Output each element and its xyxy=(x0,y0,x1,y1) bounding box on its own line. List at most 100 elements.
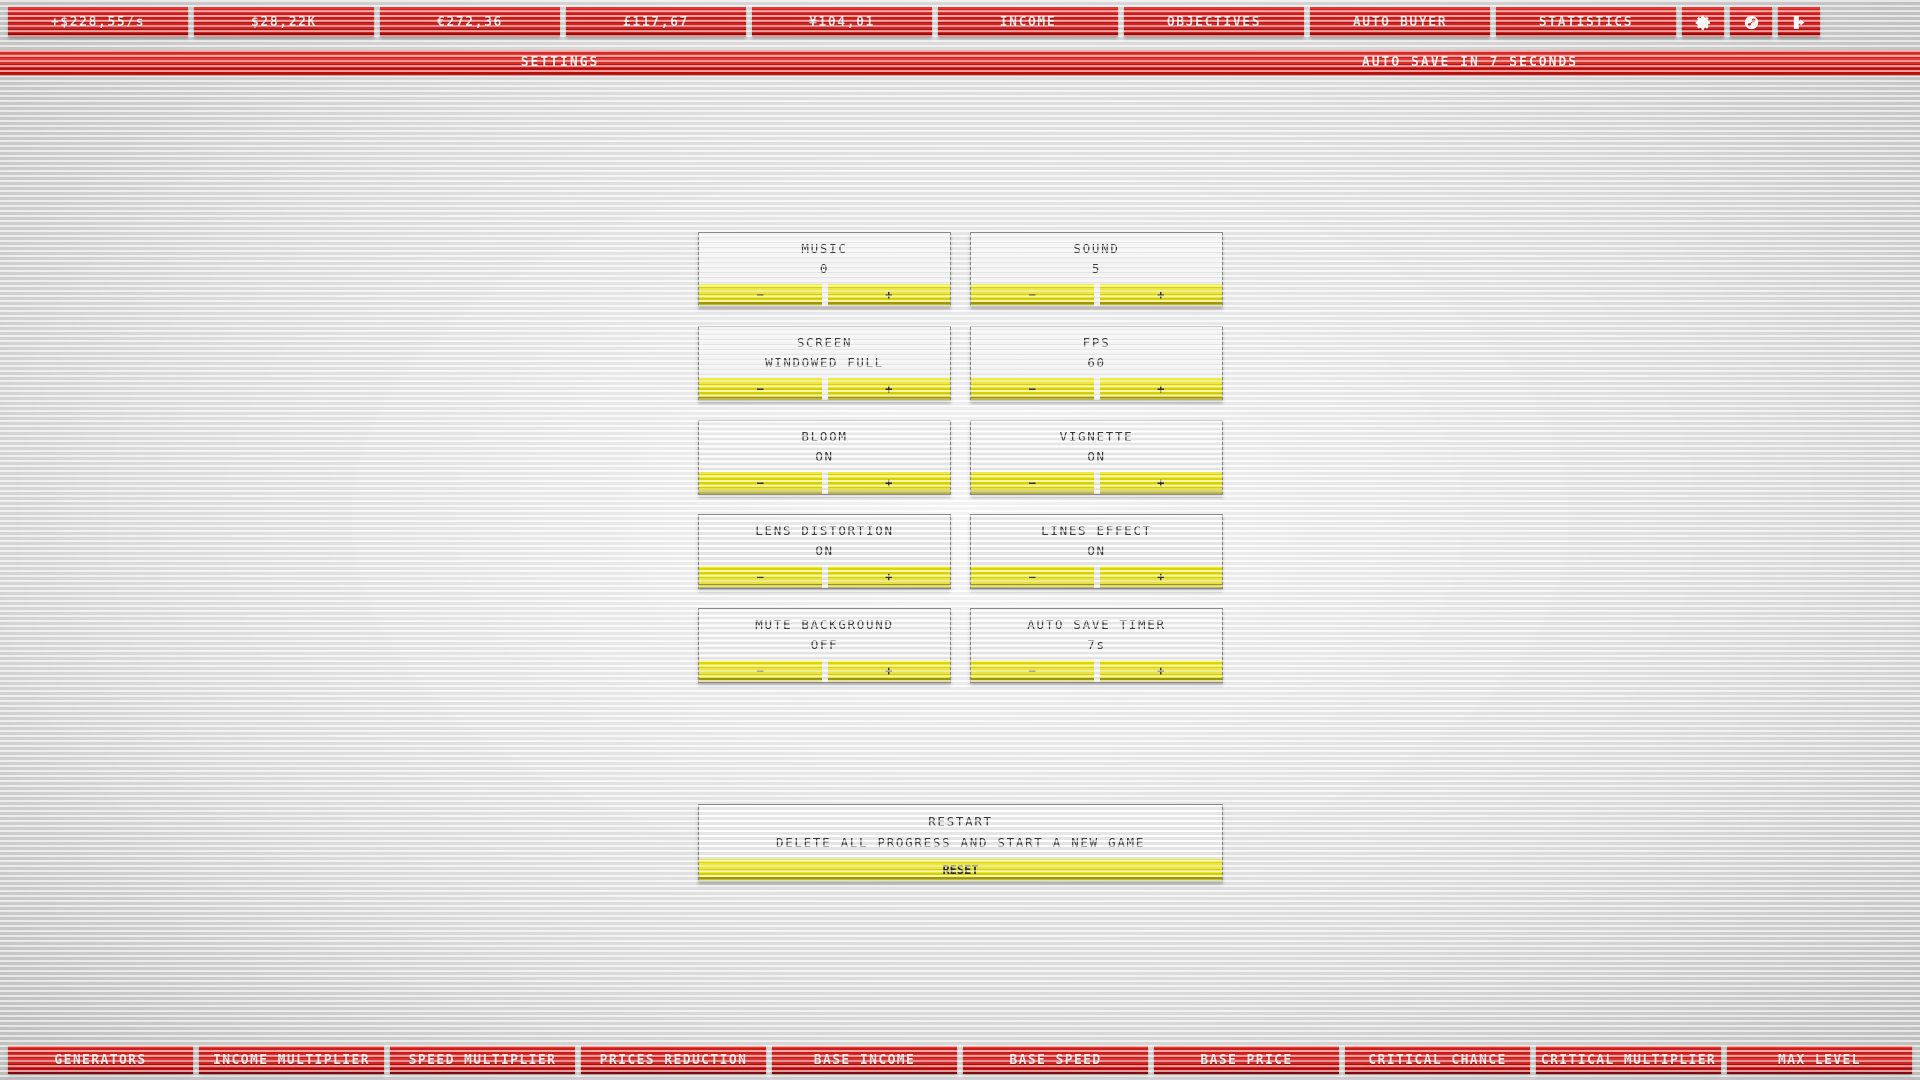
tab-max-level[interactable]: MAX LEVEL xyxy=(1727,1046,1912,1074)
music-increment-button[interactable]: + xyxy=(827,284,950,306)
vignette-decrement-button[interactable]: − xyxy=(971,472,1094,494)
decrement-label: − xyxy=(1028,288,1036,302)
mute-background-decrement-button[interactable]: − xyxy=(699,660,822,682)
gear-icon xyxy=(1695,15,1710,30)
setting-card-bloom: BLOOM ON − + xyxy=(698,420,951,495)
increment-label: + xyxy=(1157,288,1165,302)
screen-decrement-button[interactable]: − xyxy=(699,378,822,400)
bloom-decrement-button[interactable]: − xyxy=(699,472,822,494)
decrement-label: − xyxy=(756,288,764,302)
setting-card-auto-save-timer: AUTO SAVE TIMER 7s − + xyxy=(970,608,1223,683)
increment-label: + xyxy=(1157,570,1165,584)
tab-label: CRITICAL MULTIPLIER xyxy=(1540,1052,1717,1068)
tab-label: CRITICAL CHANCE xyxy=(1368,1052,1507,1068)
tab-base-speed[interactable]: BASE SPEED xyxy=(963,1046,1148,1074)
sound-decrement-button[interactable]: − xyxy=(971,284,1094,306)
fps-decrement-button[interactable]: − xyxy=(971,378,1094,400)
tab-generators[interactable]: GENERATORS xyxy=(8,1046,193,1074)
page-title: SETTINGS xyxy=(520,55,600,70)
increment-label: + xyxy=(1157,476,1165,490)
decrement-label: − xyxy=(1028,570,1036,584)
decrement-label: − xyxy=(756,382,764,396)
setting-value: 7s xyxy=(1087,637,1106,652)
nav-objectives[interactable]: OBJECTIVES xyxy=(1124,7,1304,37)
vignette-increment-button[interactable]: + xyxy=(1099,472,1222,494)
stat-euro-balance[interactable]: €272,36 xyxy=(380,7,560,37)
setting-controls: − + xyxy=(699,378,950,400)
lens-distortion-decrement-button[interactable]: − xyxy=(699,566,822,588)
increment-label: + xyxy=(885,476,893,490)
increment-label: + xyxy=(885,664,893,678)
tab-label: MAX LEVEL xyxy=(1777,1052,1862,1068)
nav-income[interactable]: INCOME xyxy=(938,7,1118,37)
settings-button[interactable] xyxy=(1682,7,1724,37)
tab-prices-reduction[interactable]: PRICES REDUCTION xyxy=(581,1046,766,1074)
setting-value: ON xyxy=(1087,449,1106,464)
auto-save-timer-decrement-button[interactable]: − xyxy=(971,660,1094,682)
increment-label: + xyxy=(885,570,893,584)
increment-label: + xyxy=(1157,382,1165,396)
nav-label: OBJECTIVES xyxy=(1166,14,1262,30)
setting-card-screen: SCREEN WINDOWED FULL − + xyxy=(698,326,951,401)
nav-statistics[interactable]: STATISTICS xyxy=(1496,7,1676,37)
stat-income-per-second[interactable]: +$228,55/s xyxy=(8,7,188,37)
tab-income-multiplier[interactable]: INCOME MULTIPLIER xyxy=(199,1046,384,1074)
setting-value: WINDOWED FULL xyxy=(765,355,884,370)
increment-label: + xyxy=(885,382,893,396)
setting-value: 0 xyxy=(819,261,830,276)
screen-increment-button[interactable]: + xyxy=(827,378,950,400)
setting-value: OFF xyxy=(810,637,839,652)
setting-controls: − + xyxy=(971,378,1222,400)
setting-value: 60 xyxy=(1087,355,1106,370)
tab-label: GENERATORS xyxy=(54,1052,147,1068)
music-decrement-button[interactable]: − xyxy=(699,284,822,306)
steam-icon xyxy=(1744,15,1758,29)
nav-label: INCOME xyxy=(999,14,1057,30)
setting-controls: − + xyxy=(699,660,950,682)
tab-critical-multiplier[interactable]: CRITICAL MULTIPLIER xyxy=(1536,1046,1721,1074)
auto-save-timer-increment-button[interactable]: + xyxy=(1099,660,1222,682)
setting-title: VIGNETTE xyxy=(1059,429,1134,444)
tab-label: PRICES REDUCTION xyxy=(599,1052,748,1068)
tab-base-income[interactable]: BASE INCOME xyxy=(772,1046,957,1074)
nav-label: AUTO BUYER xyxy=(1352,14,1448,30)
setting-controls: − + xyxy=(971,660,1222,682)
mute-background-increment-button[interactable]: + xyxy=(827,660,950,682)
reset-button[interactable]: RESET xyxy=(699,859,1222,881)
setting-title: FPS xyxy=(1082,335,1111,350)
stat-yen-balance[interactable]: ¥104,01 xyxy=(752,7,932,37)
stat-pound-balance[interactable]: £117,67 xyxy=(566,7,746,37)
restart-title: RESTART xyxy=(928,814,993,829)
tab-label: SPEED MULTIPLIER xyxy=(408,1052,557,1068)
setting-title: LINES EFFECT xyxy=(1041,523,1152,538)
setting-card-music: MUSIC 0 − + xyxy=(698,232,951,307)
increment-label: + xyxy=(885,288,893,302)
lens-distortion-increment-button[interactable]: + xyxy=(827,566,950,588)
setting-controls: − + xyxy=(971,284,1222,306)
stat-label: $28,22K xyxy=(251,14,317,30)
exit-button[interactable] xyxy=(1778,7,1820,37)
setting-value: 5 xyxy=(1091,261,1102,276)
stat-dollar-balance[interactable]: $28,22K xyxy=(194,7,374,37)
setting-controls: − + xyxy=(699,284,950,306)
sound-increment-button[interactable]: + xyxy=(1099,284,1222,306)
decrement-label: − xyxy=(1028,664,1036,678)
tab-speed-multiplier[interactable]: SPEED MULTIPLIER xyxy=(390,1046,575,1074)
reset-label: RESET xyxy=(942,863,979,877)
decrement-label: − xyxy=(1028,476,1036,490)
stat-label: €272,36 xyxy=(437,14,503,30)
tab-critical-chance[interactable]: CRITICAL CHANCE xyxy=(1345,1046,1530,1074)
steam-button[interactable] xyxy=(1730,7,1772,37)
top-bar: +$228,55/s $28,22K €272,36 £117,67 ¥104,… xyxy=(0,0,1920,44)
fps-increment-button[interactable]: + xyxy=(1099,378,1222,400)
stat-label: +$228,55/s xyxy=(50,14,146,30)
tab-base-price[interactable]: BASE PRICE xyxy=(1154,1046,1339,1074)
decrement-label: − xyxy=(1028,382,1036,396)
setting-card-vignette: VIGNETTE ON − + xyxy=(970,420,1223,495)
lines-effect-increment-button[interactable]: + xyxy=(1099,566,1222,588)
nav-auto-buyer[interactable]: AUTO BUYER xyxy=(1310,7,1490,37)
setting-controls: − + xyxy=(971,566,1222,588)
bloom-increment-button[interactable]: + xyxy=(827,472,950,494)
lines-effect-decrement-button[interactable]: − xyxy=(971,566,1094,588)
